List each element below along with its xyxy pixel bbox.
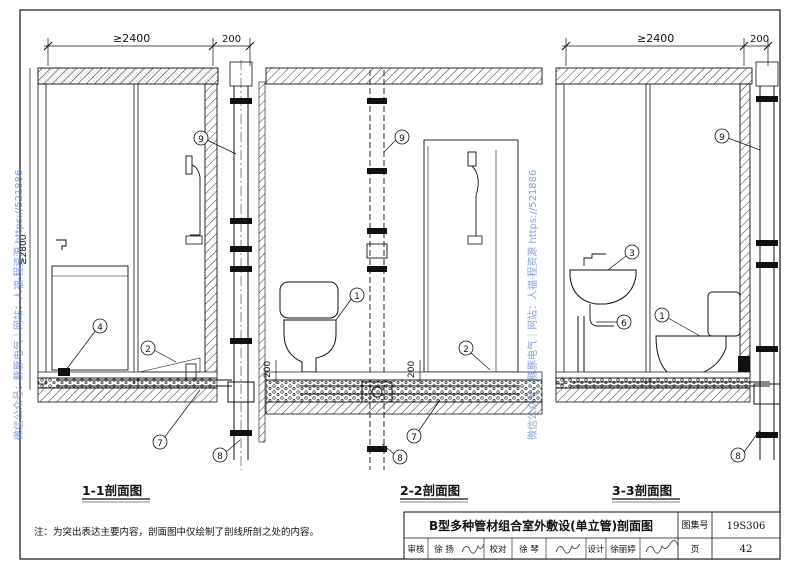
section-3-3-drawing: ≥2400 200	[555, 32, 773, 403]
callout-7-a: 7	[157, 439, 163, 449]
watermark-middle: 微信公众号：豚豚电气｜网站：人福·程资源 https://521886	[526, 170, 539, 440]
review-label: 审核	[407, 544, 425, 555]
dim-wall-2: 200	[750, 34, 769, 45]
dim-height-1: ≥2800	[19, 234, 29, 265]
atlas-number: 19S306	[727, 521, 766, 532]
sheet-border	[19, 9, 781, 560]
callout-3: 3	[629, 249, 635, 259]
section-title-1: 1-1剖面图	[82, 483, 142, 498]
callout-2-b: 2	[463, 345, 469, 355]
dim-span-1: ≥2400	[113, 32, 150, 45]
checker-name: 徐 琴	[519, 544, 539, 555]
title-block-title: B型多种管材组合室外敷设(单立管)剖面图	[429, 518, 653, 533]
section-1-1-drawing: ≥2400 200 ≥2800	[19, 32, 255, 403]
page-label: 页	[691, 545, 700, 555]
stack-pipe-1	[227, 60, 266, 470]
callout-7-b: 7	[411, 433, 417, 443]
callout-9-a: 9	[198, 135, 204, 145]
section-title-3: 3-3剖面图	[612, 483, 672, 498]
callout-1-b: 1	[659, 312, 665, 322]
section-2-2-drawing: 200 200	[263, 67, 543, 470]
note-text: 注：为突出表达主要内容，剖面图中仅绘制了剖线所剖之处的内容。	[34, 526, 319, 538]
reviewer-name: 徐 扬	[434, 544, 454, 555]
section-title-2: 2-2剖面图	[400, 483, 460, 498]
callout-9-b: 9	[399, 134, 405, 144]
title-block: B型多种管材组合室外敷设(单立管)剖面图 图集号 19S306 审核 徐 扬 校…	[403, 511, 781, 560]
design-label: 设计	[587, 544, 605, 555]
callout-2-a: 2	[145, 345, 151, 355]
callout-8-b: 8	[397, 454, 403, 464]
callout-9-c: 9	[719, 133, 725, 143]
dim-span-2: ≥2400	[637, 32, 674, 45]
dim-floor-2: 200	[407, 361, 417, 378]
reviewer-signature	[461, 543, 485, 554]
callouts: 9 4 2 7 8 9 1 2 7 8	[65, 128, 761, 465]
callout-6: 6	[621, 319, 627, 329]
callout-1-a: 1	[354, 292, 360, 302]
stack-pipe-3	[753, 61, 781, 460]
section-titles: 1-1剖面图 2-2剖面图 3-3剖面图	[82, 483, 680, 503]
callout-8-c: 8	[735, 452, 741, 462]
dim-wall-1: 200	[222, 34, 241, 45]
checker-signature	[555, 543, 581, 554]
callout-4: 4	[97, 323, 103, 333]
designer-name: 徐丽婷	[610, 544, 636, 555]
dim-floor-1: 200	[263, 361, 273, 378]
page-number: 42	[740, 544, 753, 555]
check-label: 校对	[489, 544, 507, 555]
atlas-label: 图集号	[681, 519, 708, 531]
callout-8-a: 8	[217, 452, 223, 462]
watermark-left: 微信公众号：豚豚电气｜网站：人福·程资源 https://521886	[12, 170, 25, 440]
designer-signature	[645, 540, 679, 554]
